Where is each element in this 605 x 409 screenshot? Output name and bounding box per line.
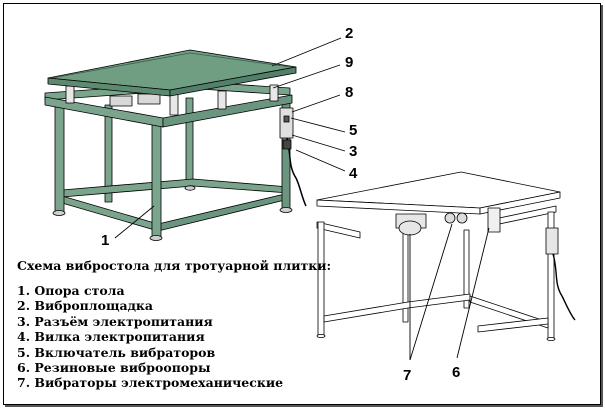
right-bottom-frame-front: [477, 317, 549, 333]
right-table-illustration: [316, 171, 576, 341]
leader-5: [290, 117, 346, 133]
leader-2: [271, 37, 342, 67]
leader-3: [291, 134, 346, 152]
left-top-plate-right-edge: [169, 66, 297, 97]
left-power-cable: [286, 137, 307, 207]
callout-3: 3: [349, 143, 358, 160]
legend-item: 6. Резиновые виброопоры: [17, 360, 211, 376]
left-foot-4: [184, 185, 196, 191]
left-back-right-leg: [185, 97, 194, 187]
legend-item: 3. Разъём электропитания: [17, 313, 213, 329]
left-bracket-3: [217, 90, 227, 110]
leader-1: [114, 205, 155, 239]
left-foot-1: [52, 210, 66, 216]
right-bracket: [487, 207, 501, 233]
leader-6: [456, 227, 490, 359]
right-rubber-support-2: [456, 212, 468, 224]
left-switch-button: [283, 115, 290, 123]
right-switch-box: [545, 227, 559, 255]
right-power-cable: [552, 253, 576, 321]
right-upper-frame-left: [316, 221, 361, 239]
left-vibrator-motor-2: [137, 93, 161, 105]
legend-title: Схема вибростола для тротуарной плитки:: [17, 258, 332, 273]
right-foot-2: [546, 336, 556, 341]
leader-4: [295, 149, 346, 172]
callout-9: 9: [345, 54, 354, 71]
left-bracket-4: [269, 84, 279, 102]
callout-7: 7: [403, 367, 412, 384]
left-bracket-1: [65, 85, 75, 104]
legend-item: 2. Виброплощадка: [17, 298, 154, 314]
callout-1: 1: [101, 232, 110, 249]
left-top-plate-rim: [51, 52, 291, 79]
legend-list: 1. Опора стола 2. Виброплощадка 3. Разъё…: [17, 283, 331, 391]
leader-8: [291, 94, 341, 113]
left-plug: [282, 139, 292, 150]
legend-item: 4. Вилка электропитания: [17, 329, 205, 345]
right-vibrator-body: [398, 220, 422, 236]
left-foot-3: [279, 207, 293, 213]
right-rubber-support-1: [444, 212, 456, 224]
callout-5: 5: [349, 122, 358, 139]
legend-item: 1. Опора стола: [17, 283, 125, 298]
left-bracket-2: [169, 92, 179, 116]
legend-item: 7. Вибраторы электромеханические: [17, 375, 284, 391]
left-front-leg: [151, 117, 162, 238]
left-switch-box: [279, 107, 294, 139]
left-bottom-frame-back: [61, 178, 290, 198]
callout-8: 8: [345, 84, 354, 101]
right-leg-3: [463, 229, 470, 309]
leader-9: [272, 64, 341, 89]
right-bottom-frame-left: [323, 293, 471, 323]
legend: Схема вибростола для тротуарной плитки: …: [17, 258, 331, 391]
callout-6: 6: [452, 364, 461, 381]
callout-4: 4: [349, 165, 358, 182]
callout-2: 2: [345, 25, 354, 42]
left-table-illustration: [44, 49, 307, 241]
left-foot-2: [149, 235, 163, 241]
left-bottom-frame-right: [157, 192, 290, 232]
left-front-left-leg: [54, 101, 65, 213]
leader-7b: [409, 223, 453, 361]
left-vibrator-motor-1: [109, 95, 133, 107]
left-upper-frame-right: [162, 94, 293, 128]
callout-leaders: [114, 37, 490, 361]
legend-item: 5. Включатель вибраторов: [17, 344, 216, 360]
right-foot-1: [316, 333, 326, 338]
